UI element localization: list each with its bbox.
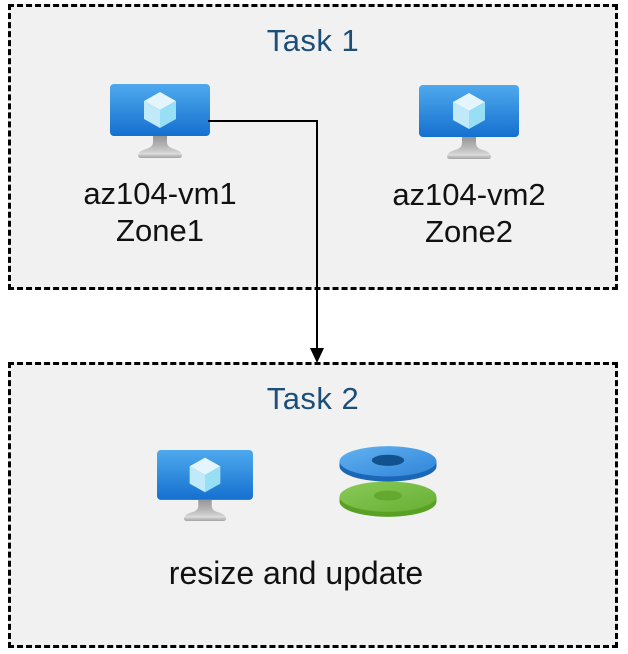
vm2-label: az104-vm2 Zone2 xyxy=(392,176,545,250)
managed-disks-icon xyxy=(339,446,437,517)
task-2-box: Task 2 resize and update xyxy=(8,362,618,648)
task-2-title: Task 2 xyxy=(266,381,360,416)
task-2-caption: resize and update xyxy=(168,555,424,591)
virtual-machine-icon xyxy=(157,450,253,521)
virtual-machine-icon xyxy=(110,84,210,158)
vm1-name: az104-vm1 xyxy=(83,176,237,211)
vm1-unit: az104-vm1 Zone1 xyxy=(60,84,260,249)
vm1-zone: Zone1 xyxy=(116,213,204,248)
virtual-machine-icon xyxy=(419,85,519,159)
vm2-zone: Zone2 xyxy=(425,214,513,249)
task-1-box: Task 1 az104-vm1 Zone1 xyxy=(8,4,618,290)
vm2-unit: az104-vm2 Zone2 xyxy=(369,85,569,250)
vm1-label: az104-vm1 Zone1 xyxy=(83,175,236,249)
task-1-title: Task 1 xyxy=(266,23,360,58)
vm2-name: az104-vm2 xyxy=(392,177,546,212)
